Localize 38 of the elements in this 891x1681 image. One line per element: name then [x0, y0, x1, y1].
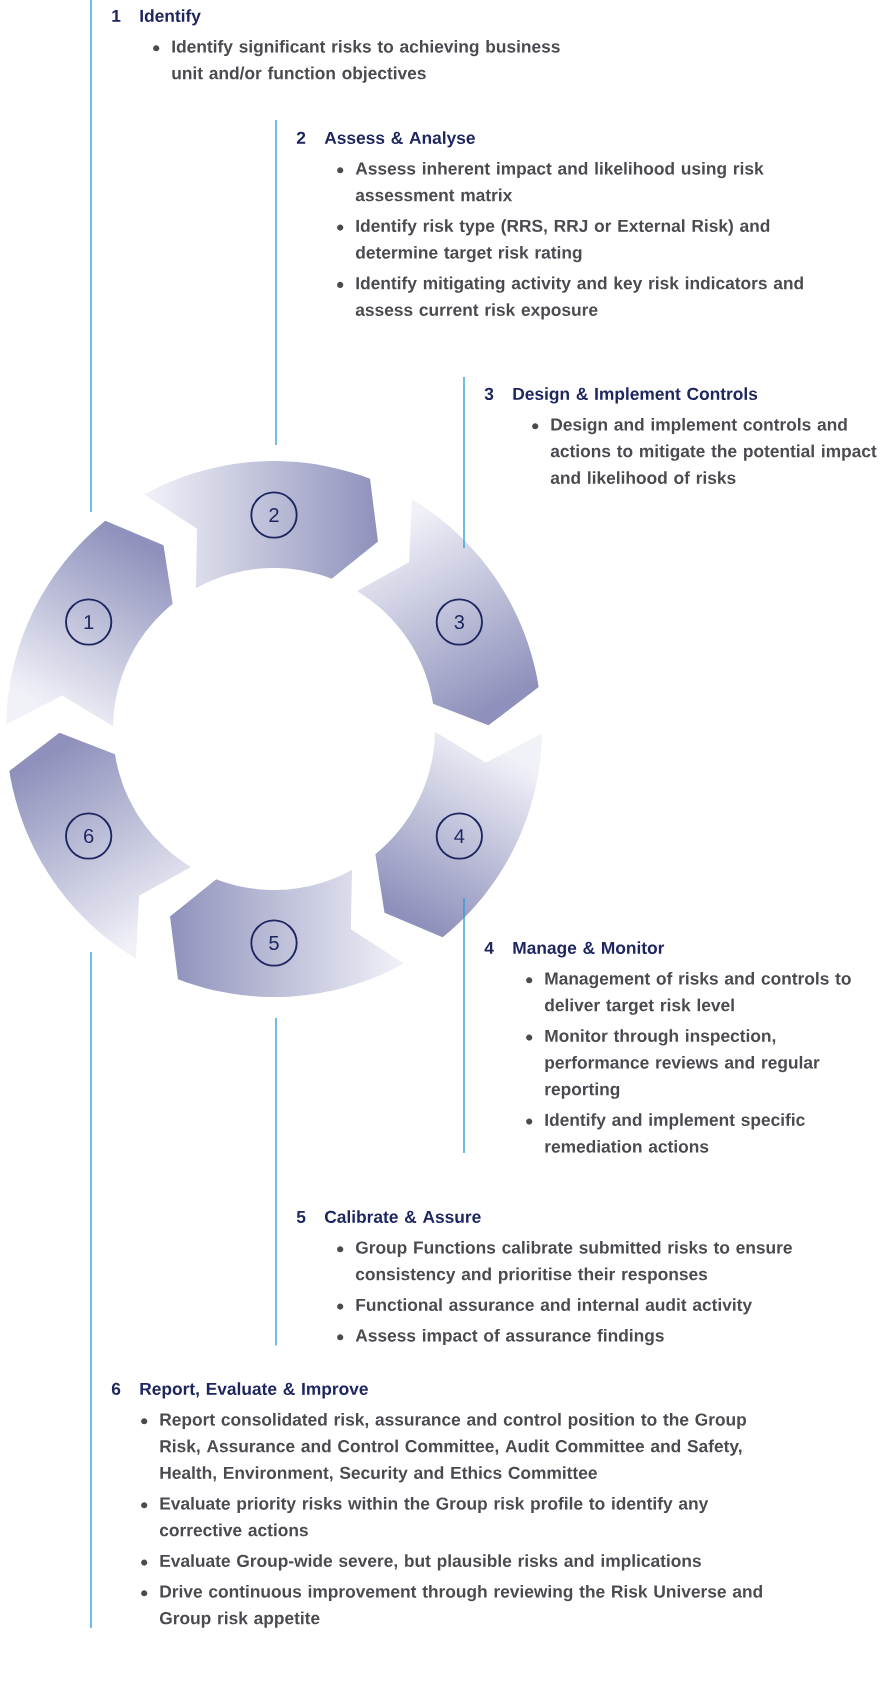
bullet-item: Evaluate Group-wide severe, but plausible risks and implications	[141, 1554, 701, 1571]
numbered-arrow-segment: 4	[435, 812, 483, 860]
bullet-item: Assess inherent impact and likelihood using risk assessment matrix	[337, 161, 764, 202]
bullet-item: Drive continuous improvement through reviewing the Risk Universe and Group risk appetite	[141, 1584, 762, 1628]
numbered-arrow-segment: 2	[250, 491, 298, 539]
leader-line	[275, 119, 277, 446]
bullet-item: Design and implement controls and actions to mitigate the potential impact and likelihood of risks	[532, 417, 877, 484]
numbered-arrow-segment: 6	[65, 812, 113, 860]
numbered-arrow-segment: 3	[435, 598, 483, 646]
bullet-item: Group Functions calibrate submitted risks to ensure consistency and prioritise their responses	[337, 1240, 792, 1284]
numbered-arrow-segment: 5	[250, 919, 298, 967]
step-heading: Calibrate & Assure	[325, 1210, 481, 1223]
bullet-item: Report consolidated risk, assurance and control position to the Group Risk, Assurance and Control Committee, Audit Committee and Safety, Health, Environment, Security and Ethics Committee	[141, 1412, 746, 1483]
bullet-item: Identify and implement specific remediation actions	[526, 1113, 805, 1153]
step-number: 1	[112, 9, 121, 22]
step-heading: Design & Implement Controls	[513, 387, 758, 404]
bullet-item: Identify significant risks to achieving business unit and/or function objectives	[153, 39, 560, 83]
leader-line	[90, 0, 92, 513]
bullet-item: Assess impact of assurance findings	[337, 1328, 664, 1346]
step-number: 3	[484, 387, 494, 400]
step-number: 5	[296, 1210, 306, 1223]
step-number: 4	[484, 941, 494, 954]
step-heading: Report, Evaluate & Improve	[140, 1382, 368, 1399]
leader-line	[90, 951, 92, 1629]
bullet-item: Identify mitigating activity and key risk indicators and assess current risk exposure	[337, 276, 803, 320]
bullet-item: Identify risk type (RRS, RRJ or External Risk) and determine target risk rating	[337, 219, 770, 263]
leader-line	[275, 1017, 277, 1347]
bullet-item: Functional assurance and internal audit activity	[337, 1298, 752, 1315]
bullet-item: Monitor through inspection, performance reviews and regular reporting	[526, 1029, 820, 1099]
step-number: 6	[111, 1382, 121, 1395]
numbered-arrow-segment: 1	[65, 598, 113, 646]
bullet-item: Management of risks and controls to deliver target risk level	[526, 971, 851, 1015]
step-number: 2	[296, 131, 306, 144]
step-heading: Manage & Monitor	[513, 941, 665, 958]
leader-line	[463, 376, 465, 549]
bullet-item: Evaluate priority risks within the Group risk profile to identify any corrective actions	[141, 1496, 709, 1537]
step-heading: Identify	[140, 9, 201, 26]
step-heading: Assess & Analyse	[324, 131, 475, 148]
